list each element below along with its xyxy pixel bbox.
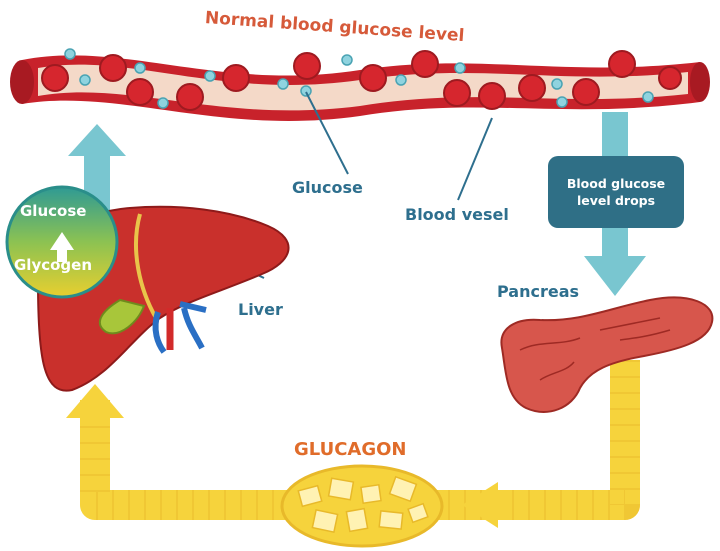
circle-glycogen-label: Glycogen <box>14 256 93 274</box>
glucose-label: Glucose <box>292 178 363 197</box>
glucagon-up-arrow-icon <box>66 384 124 418</box>
red-blood-cells <box>41 50 682 111</box>
pancreas <box>500 296 714 413</box>
glucose-molecules <box>64 48 654 109</box>
convert-arrow-icon <box>50 232 74 262</box>
glucagon-path <box>66 360 640 548</box>
circle-glucose-label: Glucose <box>20 202 87 220</box>
glucagon-label: GLUCAGON <box>294 439 407 460</box>
glucagon-left-arrow-icon <box>462 482 498 528</box>
liver-label: Liver <box>238 300 283 319</box>
pancreas-label: Pancreas <box>497 282 580 301</box>
conversion-circle <box>5 185 119 299</box>
glucose-drops-box: Blood glucose level drops <box>548 156 684 228</box>
gallbladder <box>98 298 146 335</box>
blood-vessel-label: Blood vesel <box>405 205 509 224</box>
